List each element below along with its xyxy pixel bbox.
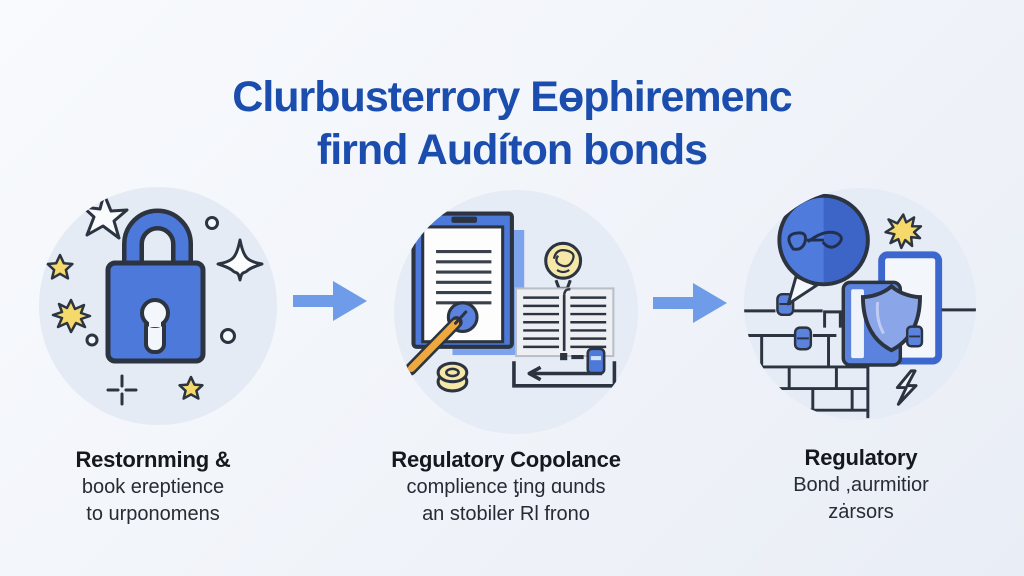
star-icon: [46, 253, 74, 280]
step-1-caption-title: Restornming &: [75, 447, 231, 472]
sun-icon: [884, 213, 923, 250]
arrow-right-icon: [291, 277, 371, 325]
step-3-illustration: [742, 186, 978, 422]
step-1-illustration: [38, 186, 278, 426]
lightning-icon: [895, 369, 918, 406]
step-2-caption-line: complience ƫing ɑunds: [406, 476, 606, 498]
step-1-caption: Restornming & book ereptience to urponom…: [13, 445, 293, 528]
step-2-illustration: [393, 189, 639, 435]
step-2-caption: Regulatory Copolance complience ƫing ɑun…: [356, 445, 656, 528]
scribble-glasses: [787, 230, 843, 251]
stamp-icon: [586, 347, 606, 375]
title-line-1: Clurbusterrory Eɵphiremenc: [232, 72, 792, 121]
crosshair-icon: [106, 374, 138, 406]
coin-icon: [436, 361, 469, 393]
title-line-2: firnd Audíton bonds: [316, 125, 708, 174]
lightbulb-icon: [544, 241, 583, 290]
four-point-star-icon: [216, 238, 264, 282]
step-2-caption-line: an stobiler Rl frono: [422, 503, 590, 525]
arrow-right-icon: [651, 279, 731, 327]
dot-icon: [85, 333, 99, 347]
speech-bubble-icon: [777, 193, 870, 306]
step-3-caption-line: zȧrsors: [828, 501, 894, 523]
jar-icon: [776, 292, 924, 351]
burst-icon: [51, 298, 92, 334]
step-2-caption-title: Regulatory Copolance: [391, 447, 621, 472]
step-3-caption-title: Regulatory: [804, 445, 918, 470]
dot-icon: [205, 216, 219, 230]
step-1-caption-line: book ereptience: [81, 476, 225, 498]
compliance-documents-icon: [394, 190, 638, 434]
open-book-icon: [514, 287, 615, 361]
step-1-caption-line: to urponomens: [86, 503, 220, 525]
star-icon: [178, 375, 204, 400]
step-3-caption-line: Bond ,aurmitior: [793, 474, 929, 496]
tray-icon: [512, 361, 617, 388]
dot-icon: [220, 328, 236, 344]
padlock-icon: [39, 187, 277, 425]
regulatory-shield-icon: [743, 187, 977, 421]
step-3-caption: Regulatory Bond ,aurmitior zȧrsors: [716, 443, 1006, 526]
